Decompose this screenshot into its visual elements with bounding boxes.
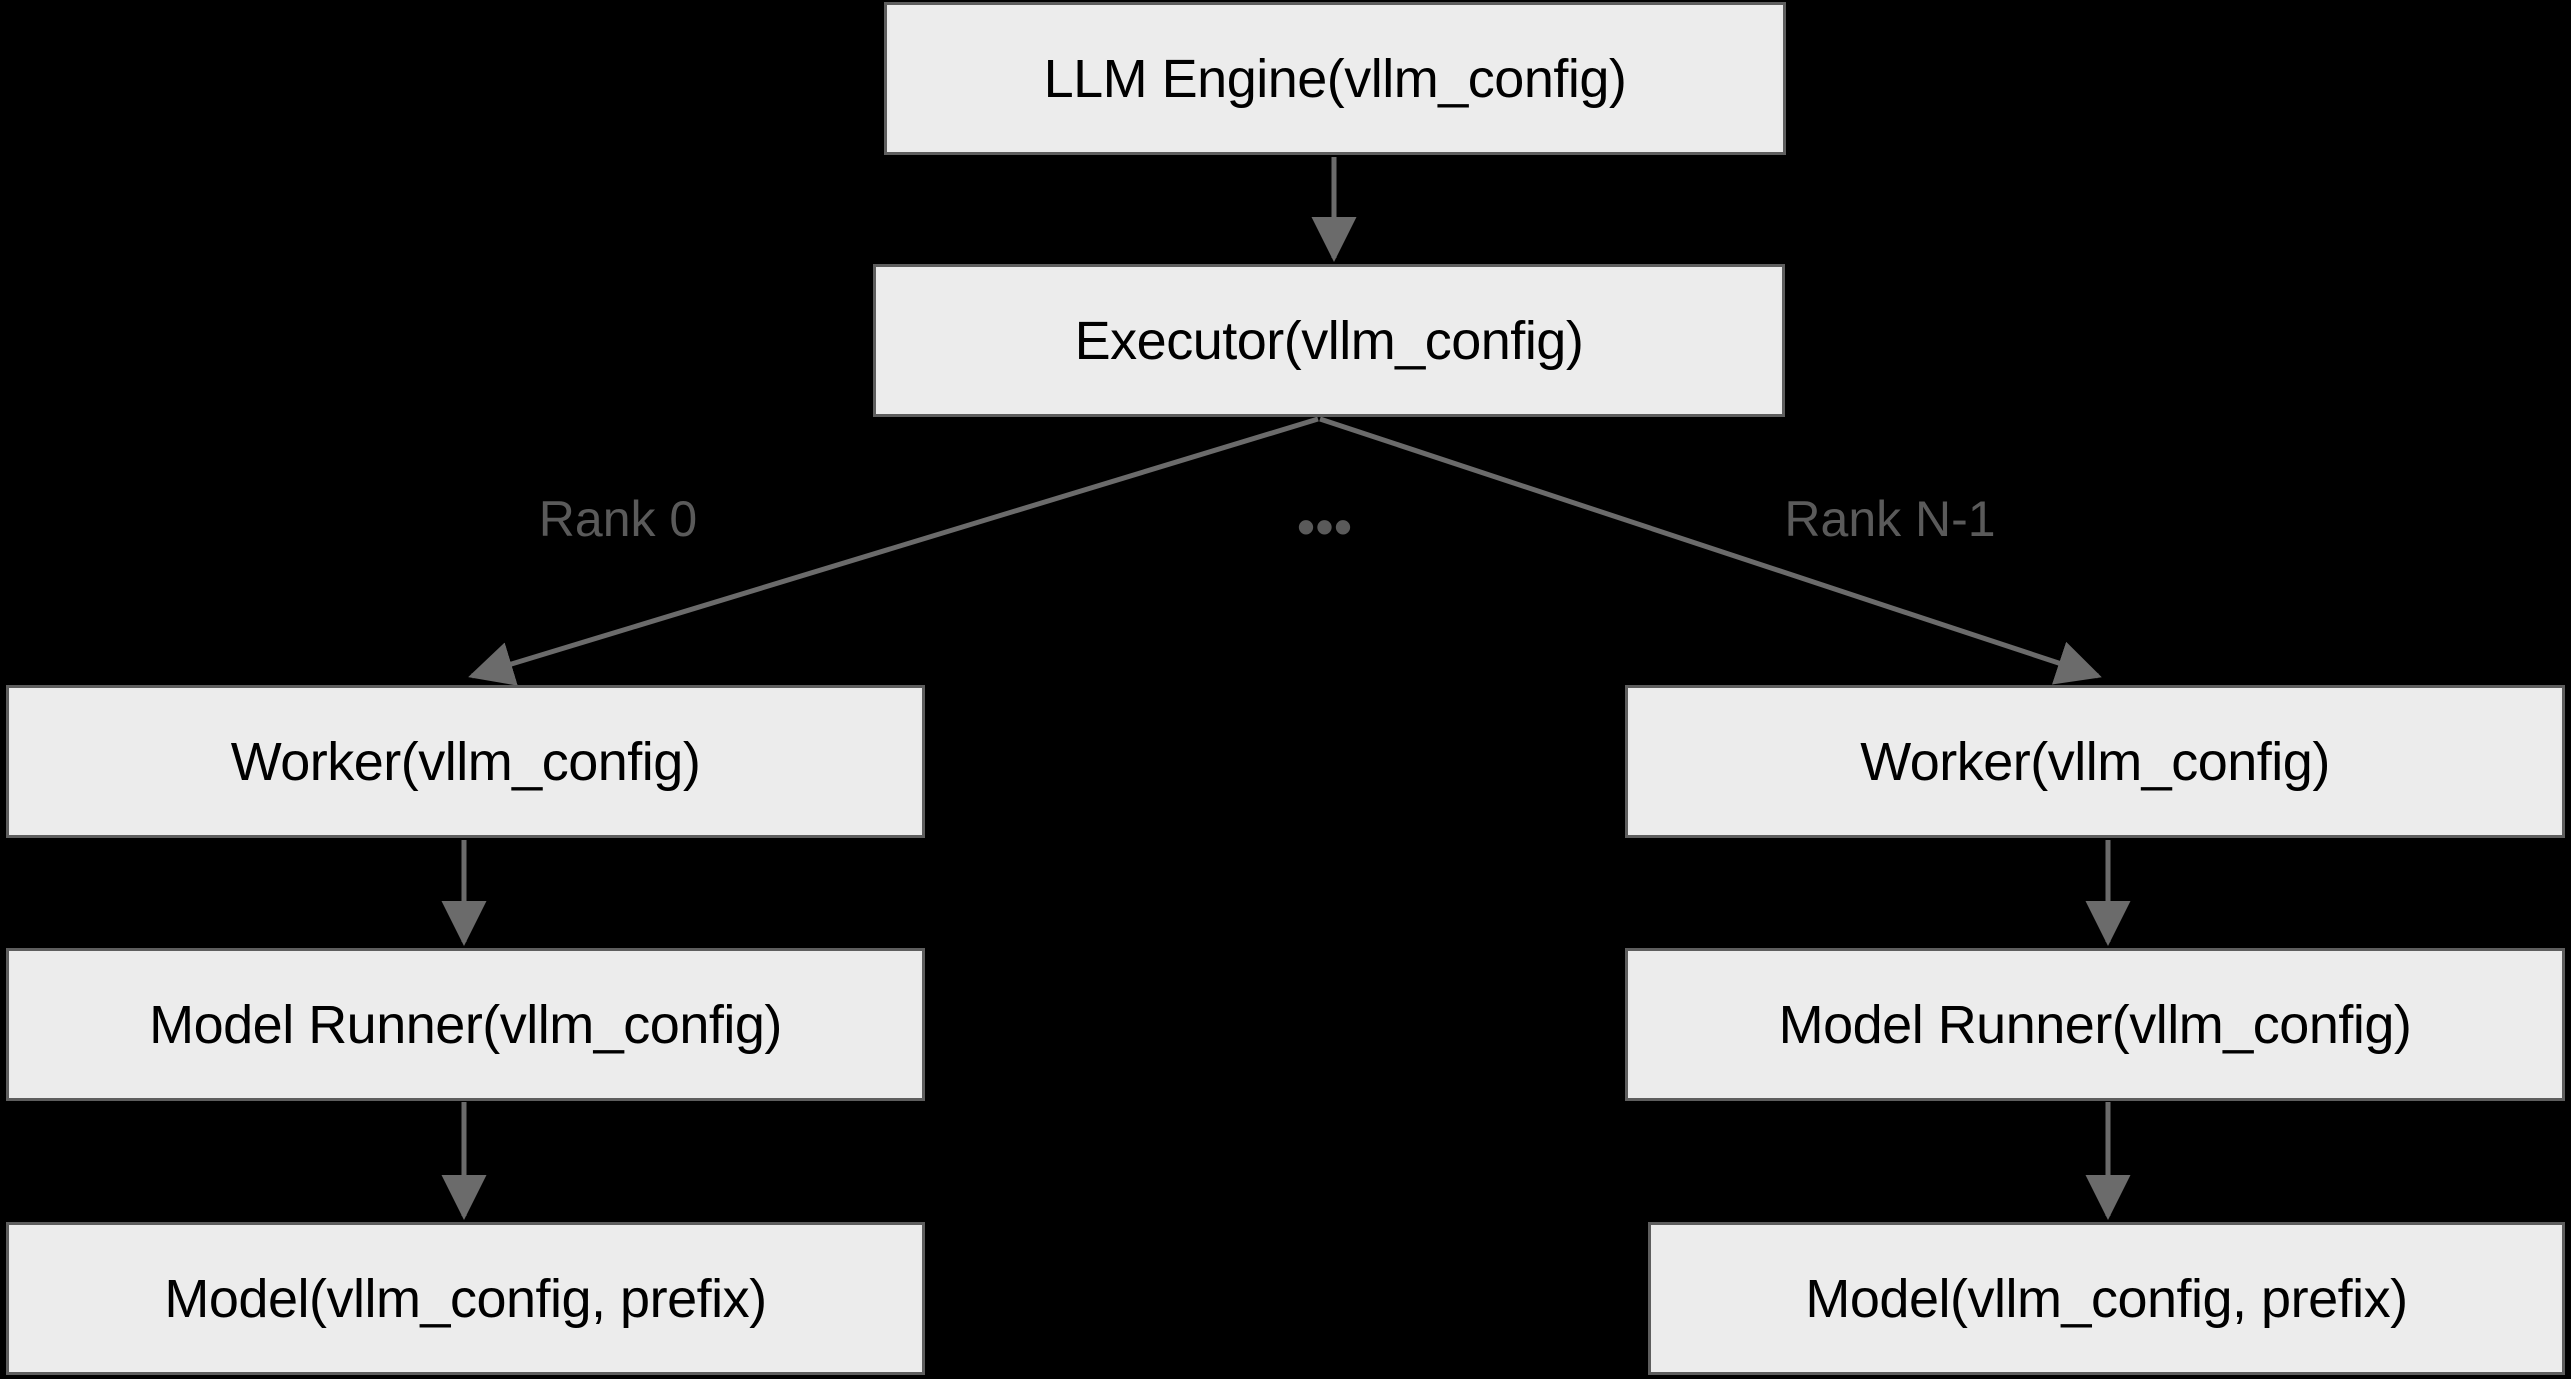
node-worker-rank-0-label: Worker(vllm_config) bbox=[230, 731, 701, 792]
node-model-runner-rank-n-1[interactable]: Model Runner(vllm_config) bbox=[1625, 948, 2565, 1101]
edge-label-rank-n-1: Rank N-1 bbox=[1784, 491, 1996, 547]
node-model-runner-rank-0-label: Model Runner(vllm_config) bbox=[149, 994, 782, 1055]
node-model-rank-n-1-label: Model(vllm_config, prefix) bbox=[1805, 1268, 2408, 1329]
node-llm-engine-label: LLM Engine(vllm_config) bbox=[1043, 48, 1627, 109]
node-executor[interactable]: Executor(vllm_config) bbox=[873, 264, 1785, 417]
edge-label-rank-0: Rank 0 bbox=[538, 491, 698, 547]
node-model-rank-0[interactable]: Model(vllm_config, prefix) bbox=[6, 1222, 925, 1375]
node-model-runner-rank-n-1-label: Model Runner(vllm_config) bbox=[1778, 994, 2412, 1055]
node-llm-engine[interactable]: LLM Engine(vllm_config) bbox=[884, 2, 1786, 155]
node-model-rank-n-1[interactable]: Model(vllm_config, prefix) bbox=[1648, 1222, 2565, 1375]
node-worker-rank-0[interactable]: Worker(vllm_config) bbox=[6, 685, 925, 838]
edge-label-rank-ellipsis: ••• bbox=[1297, 499, 1353, 555]
node-model-rank-0-label: Model(vllm_config, prefix) bbox=[164, 1268, 767, 1329]
node-worker-rank-n-1-label: Worker(vllm_config) bbox=[1860, 731, 2330, 792]
node-model-runner-rank-0[interactable]: Model Runner(vllm_config) bbox=[6, 948, 925, 1101]
node-executor-label: Executor(vllm_config) bbox=[1074, 310, 1584, 371]
node-worker-rank-n-1[interactable]: Worker(vllm_config) bbox=[1625, 685, 2565, 838]
